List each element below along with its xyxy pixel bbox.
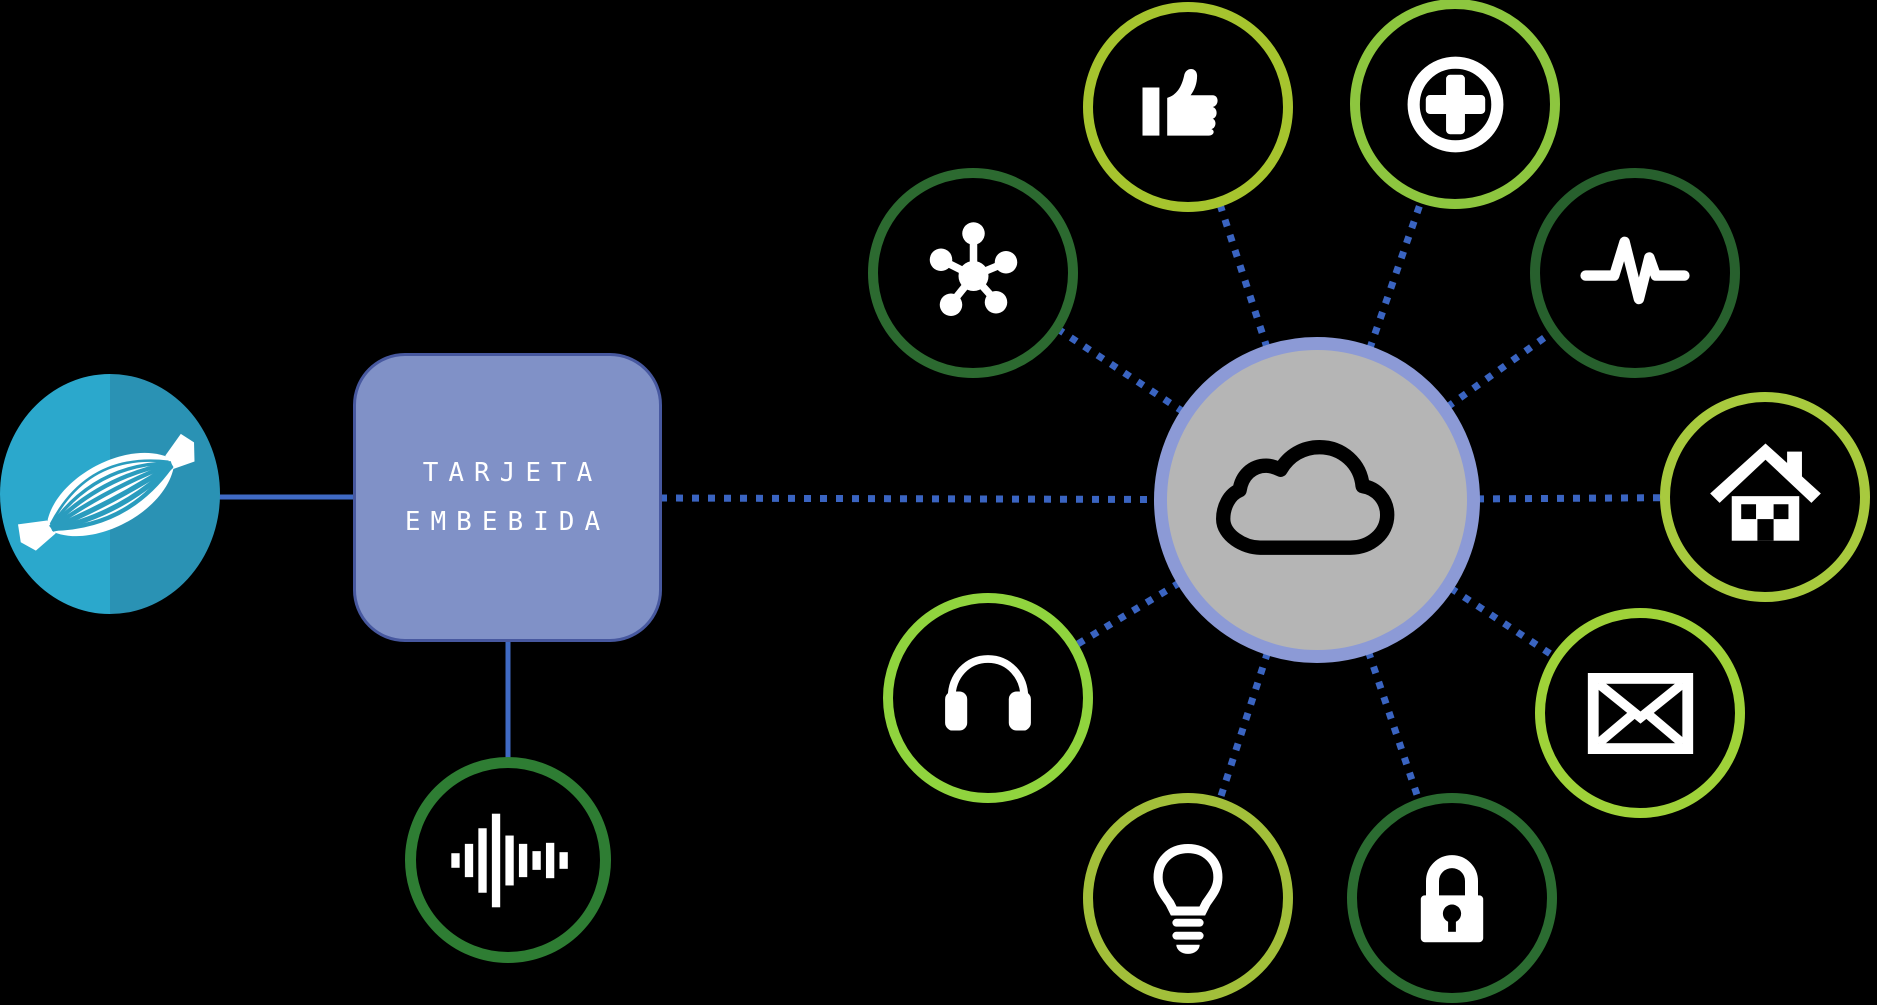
envelope-icon (1587, 672, 1693, 754)
node-headphones (883, 593, 1093, 803)
node-embedded-board: TARJETA EMBEBIDA (353, 353, 662, 642)
onion-icon (17, 433, 195, 551)
node-cloud-hub (1154, 337, 1480, 663)
audio-waveform-icon (451, 813, 568, 907)
node-mail (1535, 608, 1745, 818)
light-bulb-icon (1153, 844, 1223, 954)
board-label: TARJETA EMBEBIDA (404, 458, 611, 537)
node-network (868, 168, 1078, 378)
thumbs-up-icon (1142, 68, 1218, 136)
medical-cross-icon (1407, 56, 1503, 152)
node-bulb (1083, 793, 1293, 1003)
pulse-icon (1580, 236, 1690, 305)
node-pulse (1530, 168, 1740, 378)
network-hub-icon (929, 221, 1017, 316)
node-audio-wave (405, 757, 611, 963)
node-thumbs-up (1083, 2, 1293, 212)
lock-icon (1420, 855, 1484, 943)
node-house (1660, 392, 1870, 602)
headphones-icon (945, 655, 1031, 731)
cloud-icon (1215, 439, 1394, 555)
house-icon (1709, 443, 1821, 541)
node-onion-device (0, 374, 220, 614)
node-lock (1347, 793, 1557, 1003)
node-medical (1350, 0, 1560, 209)
